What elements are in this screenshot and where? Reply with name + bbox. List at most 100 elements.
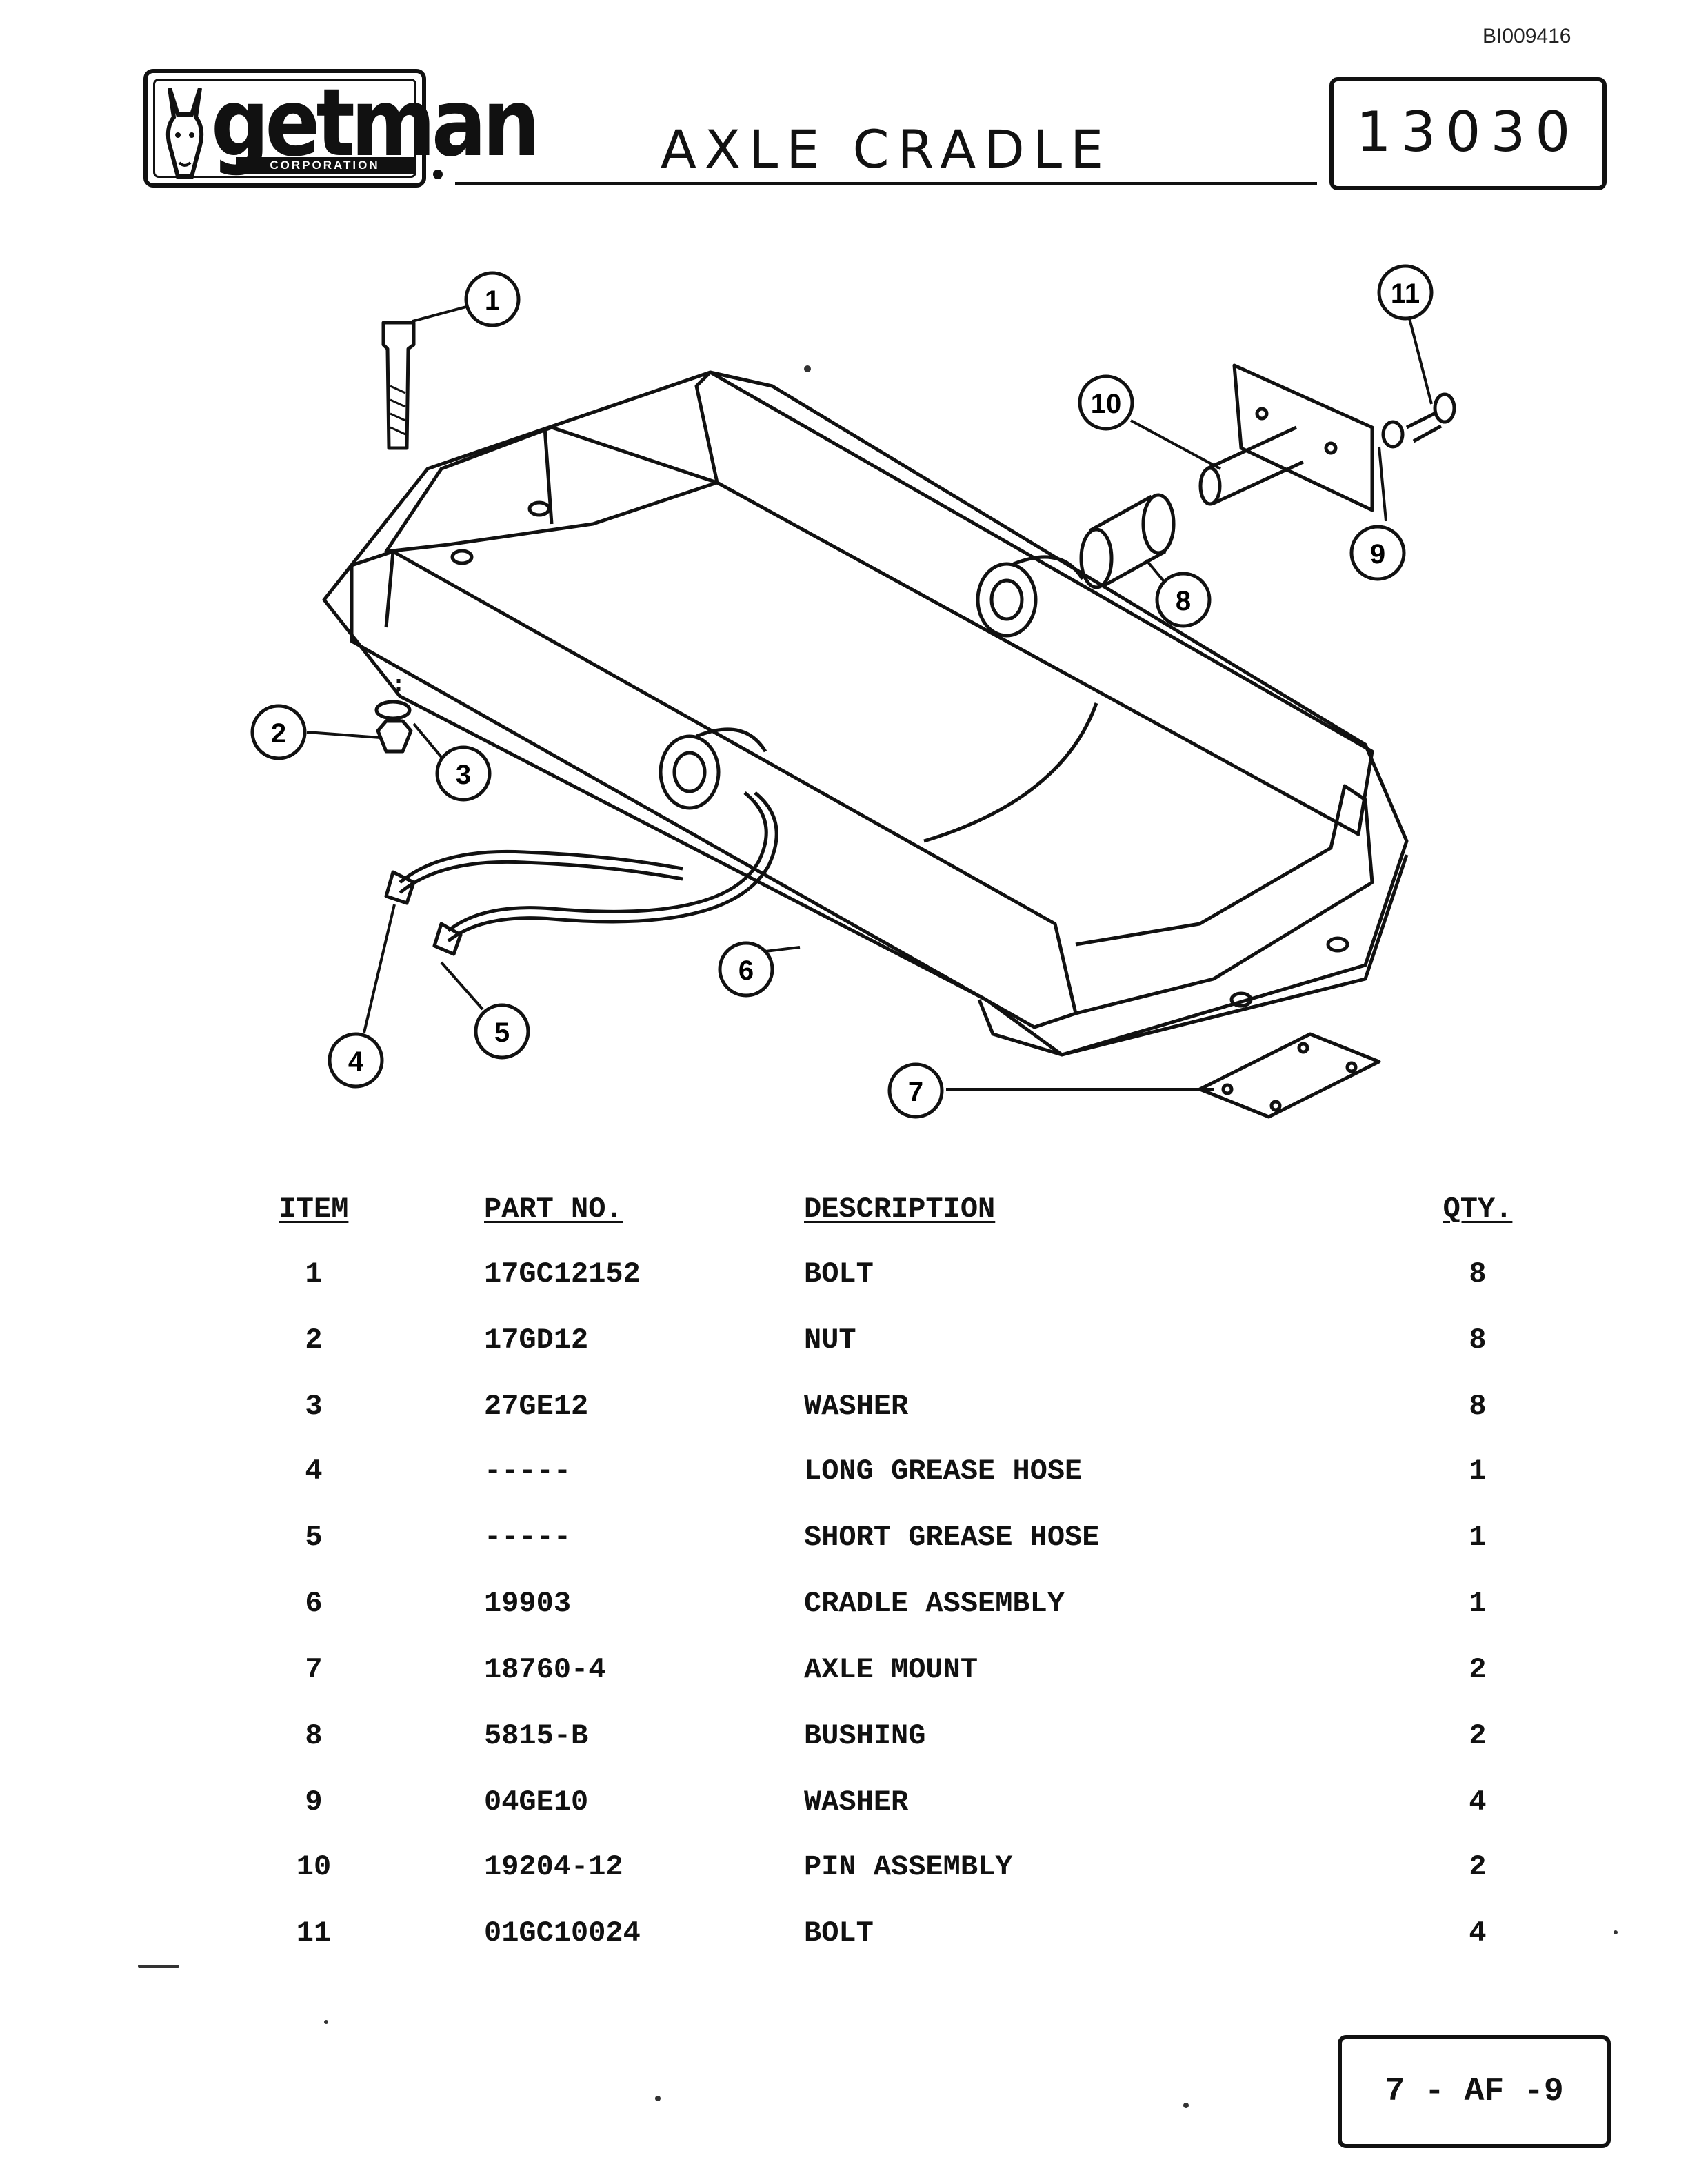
item-number: 3 [305,1390,323,1423]
part-description: SHORT GREASE HOSE [804,1521,1100,1554]
callout-2: 2 [250,704,307,760]
table-row: 9 04GE10 WASHER 4 [0,1786,1688,1827]
part-description: NUT [804,1324,856,1357]
callout-3-label: 3 [456,760,471,790]
callout-9: 9 [1349,525,1406,581]
bolt-11 [1405,412,1443,443]
washer-3 [374,700,412,720]
table-row: 6 19903 CRADLE ASSEMBLY 1 [0,1587,1688,1628]
callout-2-label: 2 [271,718,286,749]
item-number: 11 [296,1917,332,1950]
callout-8-label: 8 [1176,586,1191,616]
callout-11-label: 11 [1391,279,1420,309]
part-number: ----- [484,1521,572,1554]
part-quantity: 4 [1469,1917,1487,1950]
scan-speck [804,365,811,372]
part-number: ----- [484,1455,572,1488]
washer-9 [1381,420,1405,449]
part-description: CRADLE ASSEMBLY [804,1587,1065,1620]
part-number: 01GC10024 [484,1917,641,1950]
part-number: 18760-4 [484,1653,606,1686]
table-row: 2 17GD12 NUT 8 [0,1324,1688,1365]
callout-11: 11 [1377,264,1434,321]
page-title: AXLE CRADLE [660,119,1112,180]
part-description: LONG GREASE HOSE [804,1455,1083,1488]
back-pivot-collar [976,562,1038,638]
callout-5-label: 5 [494,1018,510,1048]
item-number: 1 [305,1257,323,1291]
nut-2 [376,719,413,754]
table-row: 8 5815-B BUSHING 2 [0,1719,1688,1761]
table-row: 11 01GC10024 BOLT 4 [0,1917,1688,1958]
table-row: 7 18760-4 AXLE MOUNT 2 [0,1653,1688,1695]
title-dot [433,170,443,179]
exploded-parts-diagram: 1 2 3 4 5 6 7 8 9 10 11 [250,264,1456,1119]
item-number: 5 [305,1521,323,1554]
part-number-box: 13030 [1329,77,1607,190]
scan-speck [138,1965,179,1968]
callout-3: 3 [435,745,492,802]
scan-speck [1183,2103,1189,2108]
mule-head-icon [165,88,204,179]
scan-speck [1614,1930,1618,1934]
part-description: PIN ASSEMBLY [804,1850,1013,1883]
scan-speck [324,2020,328,2024]
cradle-back-beam [694,370,1374,836]
part-number: 04GE10 [484,1786,589,1819]
part-quantity: 2 [1469,1850,1487,1883]
cradle-floor-curve [923,702,1098,843]
item-number: 7 [305,1653,323,1686]
callout-4: 4 [328,1032,384,1089]
header-part-no: PART NO. [484,1193,623,1226]
callout-6-label: 6 [738,956,754,986]
part-number: 27GE12 [484,1390,589,1423]
part-quantity: 8 [1469,1324,1487,1357]
cradle-left-end [384,425,719,554]
part-number: 19204-12 [484,1850,623,1883]
part-description: WASHER [804,1390,909,1423]
item-number: 6 [305,1587,323,1620]
item-number: 10 [296,1850,332,1883]
part-number: 17GC12152 [484,1257,641,1291]
part-quantity: 1 [1469,1455,1487,1488]
document-id: BI009416 [1483,25,1571,48]
page-reference-box: 7 - AF -9 [1338,2035,1611,2148]
part-quantity: 1 [1469,1521,1487,1554]
part-quantity: 4 [1469,1786,1487,1819]
item-number: 4 [305,1455,323,1488]
table-row: 1 17GC12152 BOLT 8 [0,1257,1688,1299]
getman-logo: getman CORPORATION [143,69,540,188]
part-quantity: 8 [1469,1257,1487,1291]
header-item: ITEM [279,1193,349,1226]
cradle-base-outline [322,370,1409,1057]
callout-9-label: 9 [1370,539,1385,569]
logo-wordmark: getman [211,68,540,178]
table-row: 5 ----- SHORT GREASE HOSE 1 [0,1521,1688,1562]
part-description: BOLT [804,1257,874,1291]
part-quantity: 1 [1469,1587,1487,1620]
callout-10: 10 [1078,374,1134,431]
callout-7-label: 7 [908,1077,923,1107]
callout-10-label: 10 [1091,389,1122,419]
item-number: 8 [305,1719,323,1752]
part-quantity: 8 [1469,1390,1487,1423]
logo-subtitle: CORPORATION [236,157,414,174]
title-underline [455,182,1317,185]
table-row: 4 ----- LONG GREASE HOSE 1 [0,1455,1688,1496]
part-quantity: 2 [1469,1653,1487,1686]
part-description: WASHER [804,1786,909,1819]
bolt-1 [381,321,416,450]
callout-4-label: 4 [348,1046,364,1077]
part-description: AXLE MOUNT [804,1653,978,1686]
callout-7: 7 [887,1062,944,1119]
callout-8: 8 [1155,572,1212,628]
bushing [1088,494,1167,588]
table-row: 3 27GE12 WASHER 8 [0,1390,1688,1431]
table-header-row: ITEM PART NO. DESCRIPTION QTY. [0,1193,1688,1234]
axle-mount-plate [1198,1032,1381,1119]
logo-frame [153,79,416,178]
item-number: 2 [305,1324,323,1357]
item-number: 9 [305,1786,323,1819]
scan-speck [655,2096,661,2101]
callout-1: 1 [464,271,521,327]
